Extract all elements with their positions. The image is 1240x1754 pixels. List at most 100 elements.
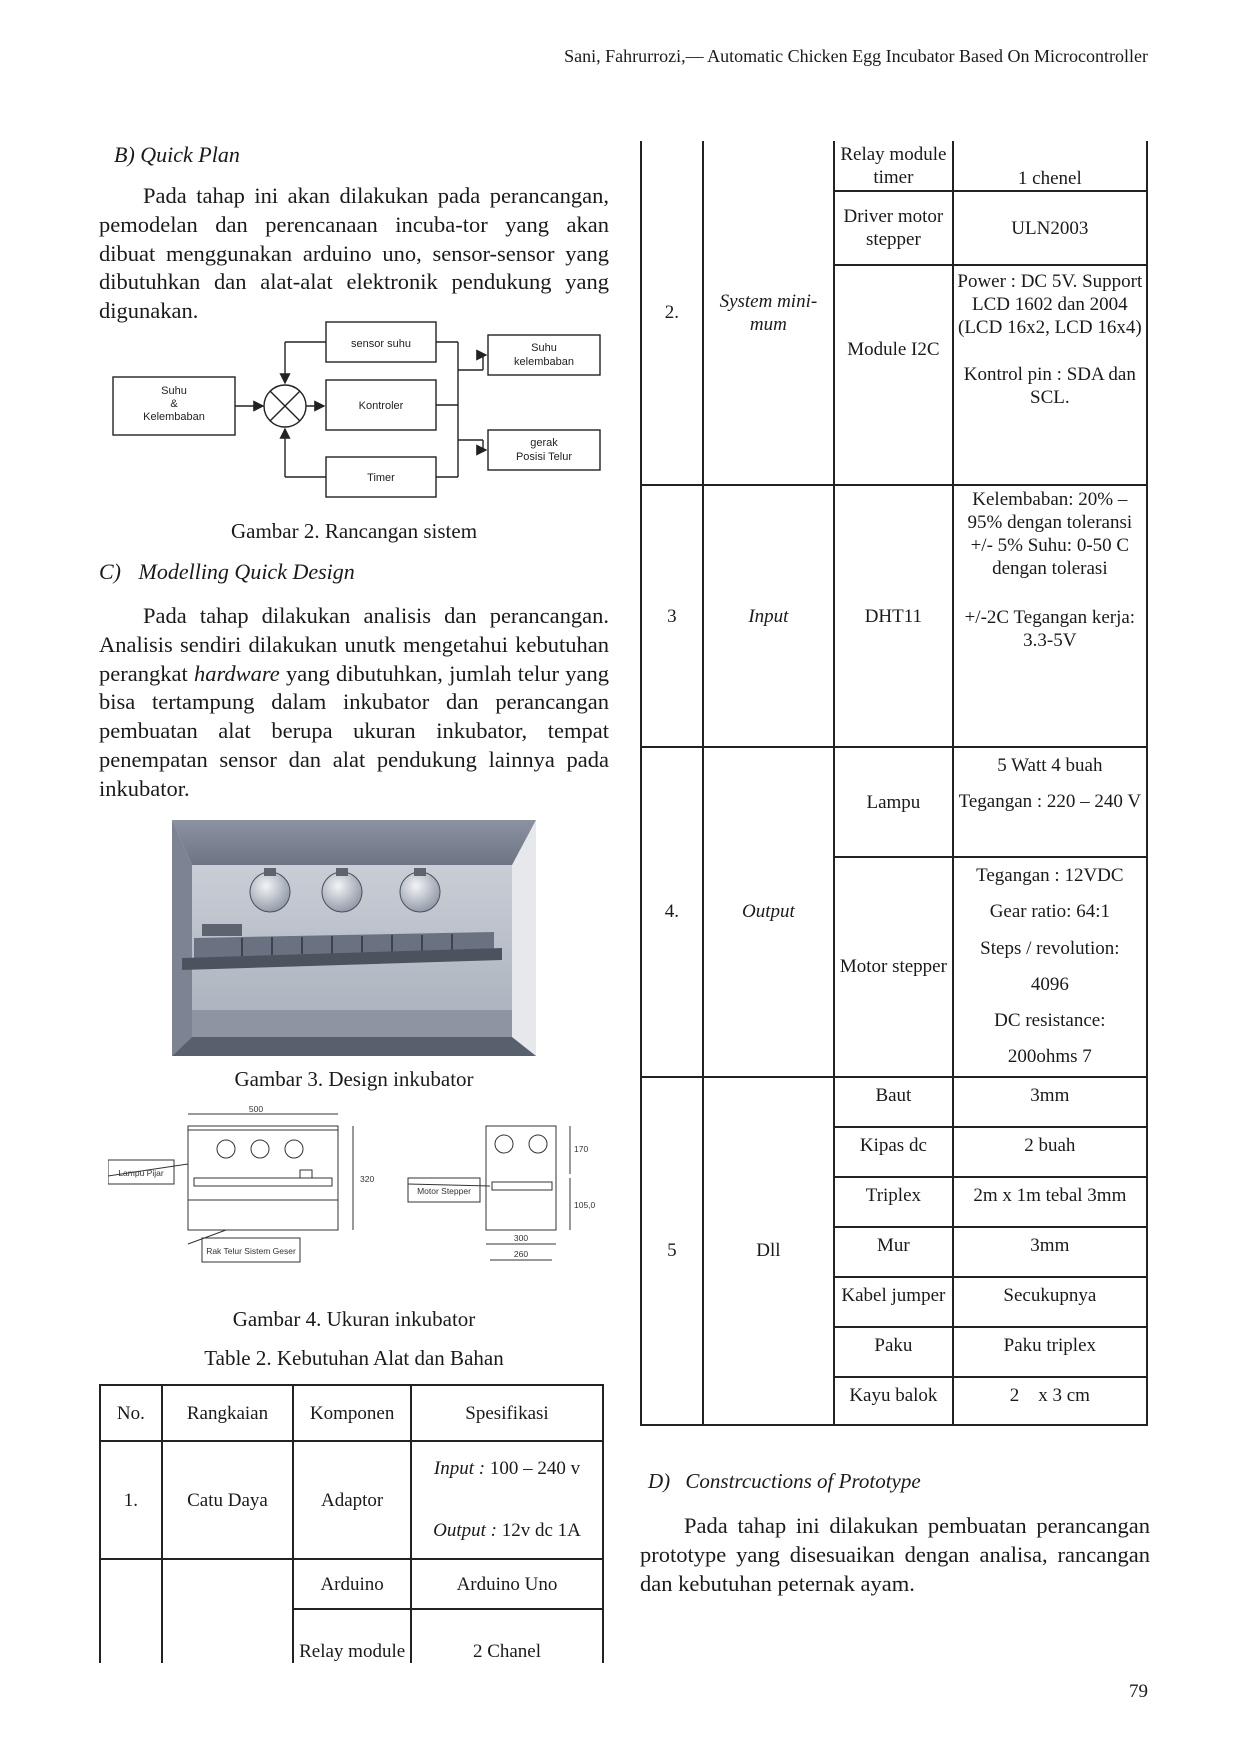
figure-4-caption: Gambar 4. Ukuran inkubator (232, 1307, 476, 1331)
motor-spec-line: Gear ratio: 64:1 (989, 901, 1110, 923)
table-cell: Arduino Uno (409, 1558, 605, 1610)
table-cell: Output (701, 746, 836, 1078)
table-cell: Tegangan : 12VDC Gear ratio: 64:1 Steps … (951, 856, 1149, 1078)
table-cell: Driver motor stepper (833, 190, 954, 266)
lamp-spec-b: Tegangan : 220 – 240 V (958, 791, 1142, 812)
table-header-circuit: Rangkaian (160, 1384, 295, 1442)
diagram-timer-label: Timer (367, 472, 395, 484)
table-cell: System mini-mum (701, 141, 836, 486)
table-cell: Module I2C (833, 264, 954, 486)
i2c-spec-a: Power : DC 5V. Support LCD 1602 dan 2004… (957, 271, 1143, 338)
table-cell: Mur (833, 1225, 954, 1278)
dim-side-inner: 260 (514, 1249, 528, 1259)
table-cell: 3 (640, 484, 704, 748)
dim-side-width: 300 (514, 1233, 528, 1243)
section-c-title: Modelling Quick Design (138, 559, 355, 584)
table-cell: Kayu balok (833, 1375, 954, 1426)
motor-spec-line: 4096 (1030, 973, 1069, 995)
section-b-heading: B) Quick Plan (114, 142, 240, 167)
dim-side-top: 170 (574, 1144, 588, 1154)
dim-front-width: 500 (249, 1104, 263, 1114)
diagram-output1-label-2: kelembaban (514, 356, 574, 368)
table-cell: Power : DC 5V. Support LCD 1602 dan 2004… (951, 264, 1149, 486)
table-cell: Kelembaban: 20% – 95% dengan toleransi +… (951, 484, 1149, 748)
i2c-spec-b: Kontrol pin : SDA dan SCL. (963, 364, 1136, 408)
table-cell: Relay module timer (833, 141, 954, 192)
table-cell: Relay module (292, 1608, 412, 1663)
section-d-heading: D) Constrcuctions of Prototype (648, 1469, 921, 1494)
table-2-caption: Table 2. Kebutuhan Alat dan Bahan (204, 1346, 504, 1370)
table-cell: 3mm (951, 1075, 1149, 1128)
section-c-text-2: yang dibutuhkan, jumlah telur yang bisa … (99, 660, 609, 801)
diagram-output2-label-2: Posisi Telur (516, 451, 572, 463)
dim-side-bottom: 105,0 (574, 1200, 596, 1210)
table-cell: Paku triplex (951, 1325, 1149, 1378)
table-header-no: No. (99, 1384, 163, 1442)
table-cell: Kipas dc (833, 1125, 954, 1178)
spec-output-value: 12v dc 1A (496, 1520, 581, 1541)
table-cell: 1 chenel (951, 141, 1149, 192)
dht11-spec-a: Kelembaban: 20% – 95% dengan toleransi +… (967, 489, 1133, 579)
table-cell: Input (701, 484, 836, 748)
section-c-text-italic: hardware (193, 660, 280, 686)
table-cell: Input : 100 – 240 v Output : 12v dc 1A (409, 1440, 605, 1560)
table-cell: 5 Watt 4 buah Tegangan : 220 – 240 V (951, 746, 1149, 858)
incubator-dimension-drawing: 500 320 170 105,0 300 260 Lampu Pijar Mo… (108, 1104, 596, 1263)
table-cell: Secukupnya (951, 1275, 1149, 1328)
figure-2-caption: Gambar 2. Rancangan sistem (230, 519, 478, 543)
section-d-label: D) (648, 1469, 671, 1493)
table-cell: Lampu (833, 746, 954, 858)
table-cell: 2. (640, 141, 704, 486)
table-cell: 1. (99, 1440, 163, 1560)
table-cell: Motor stepper (833, 856, 954, 1078)
page-number: 79 (1129, 1681, 1148, 1702)
system-block-diagram: Suhu & Kelembaban sensor suhu Kontroler … (112, 321, 601, 498)
diagram-output2-label-1: gerak (530, 437, 558, 449)
requirements-table-continued: 2. System mini-mum Relay module timer 1 … (640, 141, 1149, 1426)
motor-spec-line: Steps / revolution: (980, 937, 1120, 959)
table-cell: Adaptor (292, 1440, 412, 1560)
table-cell: 2 buah (951, 1125, 1149, 1178)
label-lampu-pijar: Lampu Pijar (118, 1168, 164, 1178)
table-cell: 2 Chanel (409, 1608, 605, 1663)
table-header-component: Komponen (292, 1384, 412, 1442)
table-cell: 3mm (951, 1225, 1149, 1278)
running-head: Sani, Fahrurrozi,— Automatic Chicken Egg… (564, 46, 1148, 66)
table-cell: Triplex (833, 1175, 954, 1228)
section-b-paragraph: Pada tahap ini akan dilakukan pada peran… (99, 183, 609, 324)
section-c-paragraph: Pada tahap dilakukan analisis dan peranc… (99, 602, 609, 804)
section-d-title: Constrcuctions of Prototype (685, 1469, 921, 1493)
figure-3-caption: Gambar 3. Design inkubator (234, 1067, 474, 1091)
table-cell: Paku (833, 1325, 954, 1378)
table-cell: Catu Daya (160, 1440, 295, 1560)
table-cell: 2m x 1m tebal 3mm (951, 1175, 1149, 1228)
section-d-paragraph: Pada tahap ini dilakukan pembuatan peran… (640, 1513, 1150, 1596)
table-cell: Kabel jumper (833, 1275, 954, 1328)
motor-spec-line: 200ohms 7 (1007, 1046, 1092, 1068)
spec-input-label: Input : (433, 1458, 486, 1479)
dht11-spec-b: +/-2C Tegangan kerja: 3.3-5V (964, 607, 1136, 651)
diagram-input-label-1: Suhu (161, 385, 187, 397)
incubator-3d-render (172, 820, 536, 1056)
section-c-heading: C) Modelling Quick Design (99, 559, 355, 585)
spec-input-value: 100 – 240 v (485, 1458, 581, 1479)
diagram-output1-label-1: Suhu (531, 342, 557, 354)
requirements-table: No. Rangkaian Komponen Spesifikasi 1. Ca… (99, 1384, 605, 1663)
table-cell: DHT11 (833, 484, 954, 748)
motor-spec-line: Tegangan : 12VDC (976, 865, 1124, 886)
label-motor-stepper: Motor Stepper (417, 1186, 471, 1196)
diagram-sensor-label: sensor suhu (351, 338, 411, 350)
section-c-label: C) (99, 559, 121, 584)
table-cell: 4. (640, 746, 704, 1078)
diagram-input-label-2: & (170, 398, 178, 410)
table-cell: ULN2003 (951, 190, 1149, 266)
label-rak-telur: Rak Telur Sistem Geser (206, 1246, 296, 1256)
spec-output-label: Output : (433, 1520, 497, 1541)
diagram-input-label-3: Kelembaban (143, 411, 205, 423)
dim-front-height: 320 (360, 1174, 374, 1184)
table-header-spec: Spesifikasi (409, 1384, 605, 1442)
table-cell: 5 (640, 1075, 704, 1426)
table-cell: Baut (833, 1075, 954, 1128)
diagram-controller-label: Kontroler (359, 400, 404, 412)
section-c-text-1: Pada tahap dilakukan analisis dan peranc… (99, 603, 609, 686)
